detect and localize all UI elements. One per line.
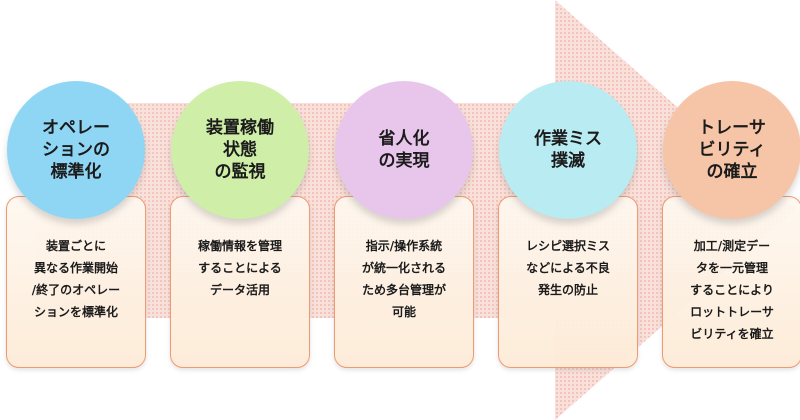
step-2-description: 稼働情報を管理 することによる データ活用 (197, 239, 282, 297)
step-1-title: オペレー ションの 標準化 (42, 118, 110, 182)
step-3: 省人化 の実現 指示/操作系統 が統一化される ため多台管理が 可能 (328, 0, 480, 420)
step-5-title: トレーサ ビリティ の確立 (698, 118, 766, 182)
step-3-description: 指示/操作系統 が統一化される ため多台管理が 可能 (361, 239, 446, 319)
step-4-title: 作業ミス 撲滅 (534, 129, 602, 171)
step-3-circle: 省人化 の実現 (335, 81, 473, 219)
step-1-description: 装置ごとに 異なる作業開始 /終了のオペレー ションを標準化 (31, 239, 121, 319)
step-1-circle: オペレー ションの 標準化 (7, 81, 145, 219)
step-2: 装置稼働 状態 の監視 稼働情報を管理 することによる データ活用 (164, 0, 316, 420)
step-3-title: 省人化 の実現 (378, 129, 430, 171)
step-4-card: レシピ選択ミス などによる不良 発生の防止 (498, 196, 638, 368)
step-2-circle: 装置稼働 状態 の監視 (171, 81, 309, 219)
step-2-title: 装置稼働 状態 の監視 (206, 118, 274, 182)
step-2-card: 稼働情報を管理 することによる データ活用 (170, 196, 310, 368)
step-4: 作業ミス 撲滅 レシピ選択ミス などによる不良 発生の防止 (492, 0, 644, 420)
step-4-circle: 作業ミス 撲滅 (499, 81, 637, 219)
step-4-description: レシピ選択ミス などによる不良 発生の防止 (525, 239, 610, 297)
step-5: トレーサ ビリティ の確立 加工/測定デー タを一元管理 することにより ロット… (656, 0, 800, 420)
step-5-card: 加工/測定デー タを一元管理 することにより ロットトレーサ ビリティを確立 (662, 196, 800, 368)
step-1-card: 装置ごとに 異なる作業開始 /終了のオペレー ションを標準化 (6, 196, 146, 368)
step-5-description: 加工/測定デー タを一元管理 することにより ロットトレーサ ビリティを確立 (690, 239, 774, 341)
step-3-card: 指示/操作系統 が統一化される ため多台管理が 可能 (334, 196, 474, 368)
step-1: オペレー ションの 標準化 装置ごとに 異なる作業開始 /終了のオペレー ション… (0, 0, 152, 420)
step-5-circle: トレーサ ビリティ の確立 (663, 81, 800, 219)
